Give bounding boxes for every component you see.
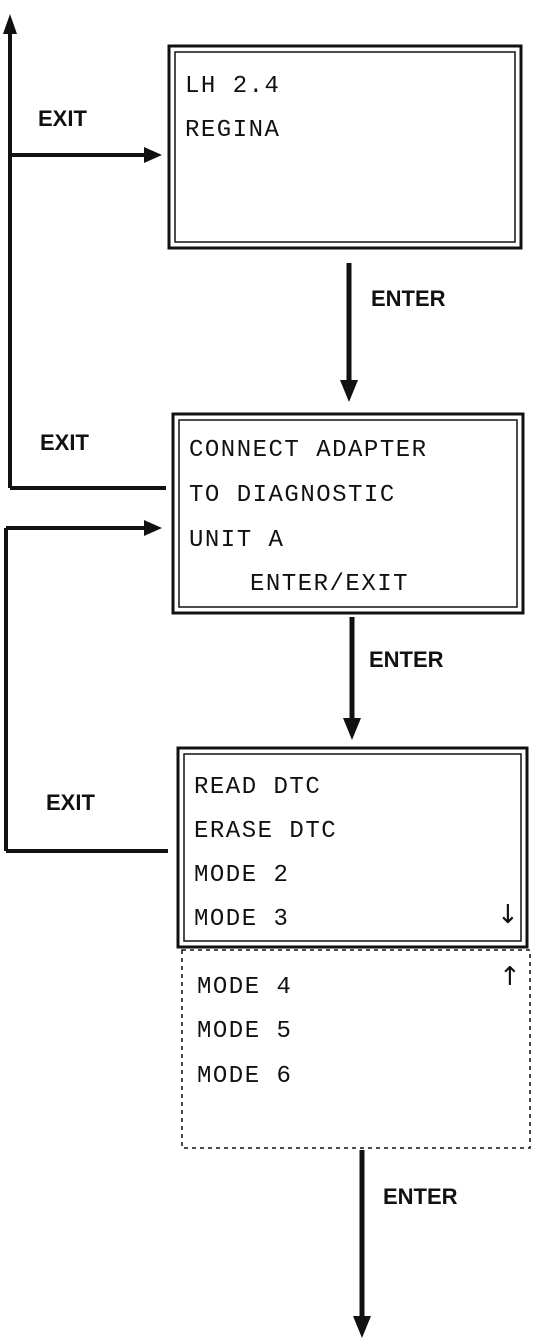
screen2-line-1: CONNECT ADAPTER bbox=[189, 437, 428, 464]
scroll-down-arrow-icon: ↓ bbox=[497, 900, 519, 930]
exit-label-1: EXIT bbox=[38, 106, 87, 131]
arrow-right-icon bbox=[144, 147, 162, 163]
screen1-line-2: REGINA bbox=[185, 117, 280, 144]
screen-3-box: READ DTC ERASE DTC MODE 2 MODE 3 ↓ bbox=[176, 746, 529, 949]
arrow-right-icon bbox=[144, 520, 162, 536]
screen4-line-3: MODE 6 bbox=[197, 1063, 292, 1090]
exit-arrow-up-icon bbox=[3, 14, 17, 34]
screen-1-box: LH 2.4 REGINA bbox=[167, 44, 523, 250]
arrow-down-icon bbox=[353, 1316, 371, 1338]
screen-2-box: CONNECT ADAPTER TO DIAGNOSTIC UNIT A ENT… bbox=[171, 412, 525, 615]
screen3-line-2: ERASE DTC bbox=[194, 818, 337, 845]
exit-label-2: EXIT bbox=[40, 430, 89, 455]
exit-return-path-bottom bbox=[4, 520, 168, 853]
scroll-up-arrow-icon: ↑ bbox=[499, 962, 521, 992]
enter-label-2: ENTER bbox=[369, 647, 444, 672]
enter-label-3: ENTER bbox=[383, 1184, 458, 1209]
arrow-down-icon bbox=[343, 718, 361, 740]
enter-label-1: ENTER bbox=[371, 286, 446, 311]
exit-label-3: EXIT bbox=[46, 790, 95, 815]
screen2-line-2: TO DIAGNOSTIC bbox=[189, 482, 396, 509]
enter-arrow-3 bbox=[353, 1150, 371, 1338]
enter-arrow-2 bbox=[343, 617, 361, 740]
screen-4-dashed-box: MODE 4 MODE 5 MODE 6 ↑ bbox=[181, 949, 531, 1149]
screen3-line-1: READ DTC bbox=[194, 774, 321, 801]
screen4-line-1: MODE 4 bbox=[197, 974, 292, 1001]
screen4-line-2: MODE 5 bbox=[197, 1018, 292, 1045]
screen3-line-4: MODE 3 bbox=[194, 906, 289, 933]
screen1-line-1: LH 2.4 bbox=[185, 73, 280, 100]
screen3-line-3: MODE 2 bbox=[194, 862, 289, 889]
screen2-line-3: UNIT A bbox=[189, 527, 284, 554]
enter-arrow-1 bbox=[340, 263, 358, 402]
arrow-down-icon bbox=[340, 380, 358, 402]
exit-return-path-top bbox=[3, 14, 166, 490]
screen2-line-4: ENTER/EXIT bbox=[250, 571, 409, 598]
